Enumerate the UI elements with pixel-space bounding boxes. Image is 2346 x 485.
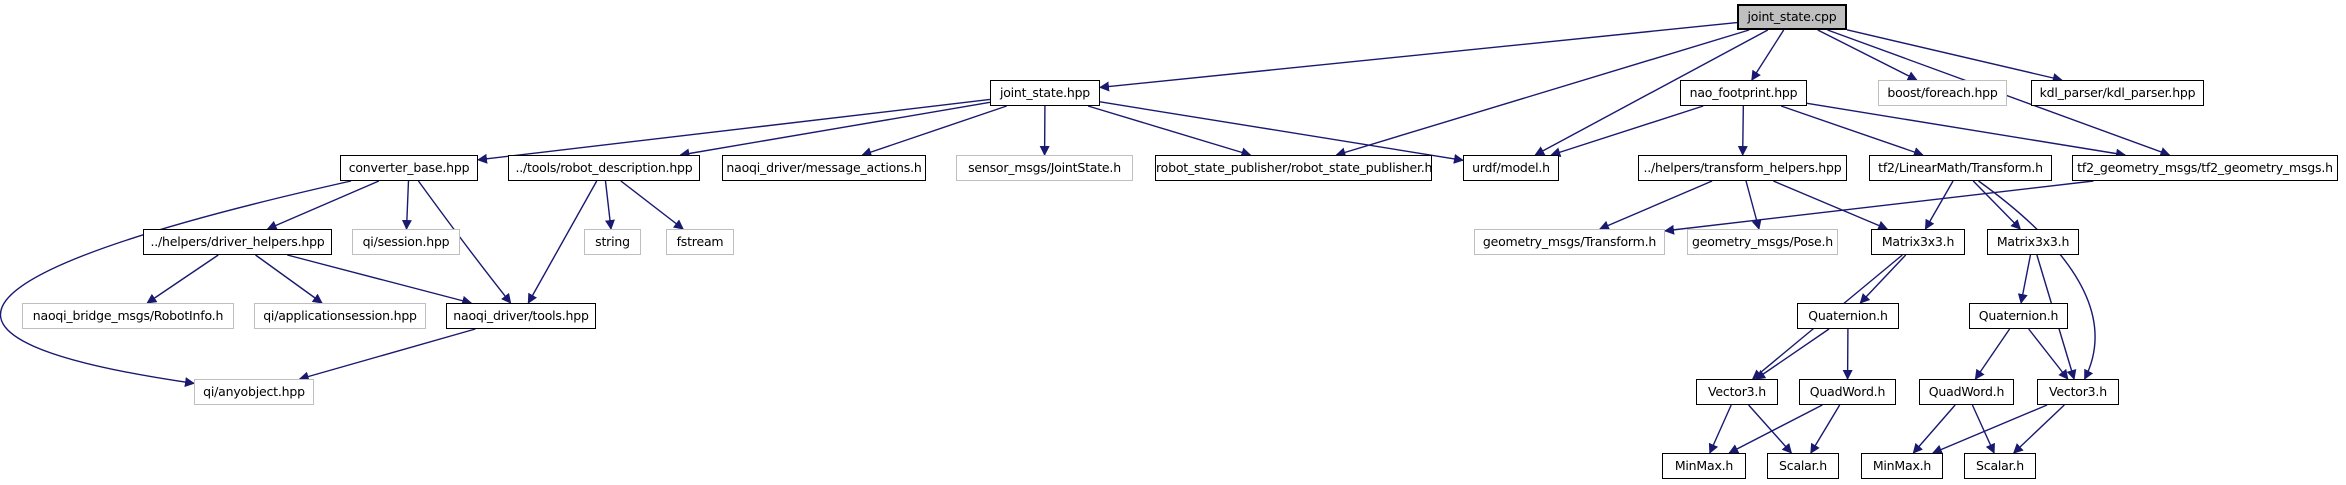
node-scalar-h[interactable]: Scalar.h	[1767, 453, 1839, 479]
edge-jsh-to-rsp	[1087, 105, 1252, 158]
edge-dhh-to-ndt	[287, 254, 473, 306]
edge-jsc-to-bfe	[1817, 29, 1918, 81]
node-tf2-linearmath-transform-h[interactable]: tf2/LinearMath/Transform.h	[1869, 155, 2052, 181]
node-urdf-model-h[interactable]: urdf/model.h	[1463, 155, 1559, 181]
edge-qw2-to-mm2	[1912, 404, 1956, 454]
edge-thh-to-gmp	[1745, 180, 1762, 230]
edge-tft-to-m31	[1924, 180, 1954, 230]
edge-nfp-to-urdf	[1550, 105, 1704, 157]
edge-ve2-to-mm2	[1931, 404, 2048, 455]
node-helpers-transform-helpers-hpp[interactable]: ../helpers/transform_helpers.hpp	[1638, 155, 1847, 181]
edge-jsh-to-rbd	[679, 101, 991, 159]
edge-cvb-to-qis	[401, 180, 412, 230]
node-helpers-driver-helpers-hpp[interactable]: ../helpers/driver_helpers.hpp	[143, 229, 332, 255]
edge-jsc-to-jsh	[1099, 21, 1738, 92]
node-tf2-geometry-msgs-tf2-geometry-msgs-h[interactable]: tf2_geometry_msgs/tf2_geometry_msgs.h	[2072, 155, 2338, 181]
edge-nfp-to-thh	[1737, 105, 1748, 156]
node-quadword-h[interactable]: QuadWord.h	[1919, 379, 2014, 405]
edge-qu1-to-ve1	[1755, 328, 1830, 380]
edge-qu2-to-qw2	[1974, 328, 2011, 380]
node-string: string	[584, 229, 641, 255]
node-joint-state-hpp[interactable]: joint_state.hpp	[990, 80, 1100, 106]
node-minmax-h[interactable]: MinMax.h	[1662, 453, 1746, 479]
node-kdl-parser-kdl-parser-hpp[interactable]: kdl_parser/kdl_parser.hpp	[2031, 80, 2204, 106]
edge-qw1-to-sc1	[1810, 404, 1841, 454]
edge-ve1-to-sc1	[1748, 404, 1793, 454]
edge-tft-to-m32	[1972, 180, 2021, 230]
edge-dhh-to-qia	[255, 254, 323, 304]
node-matrix3x3-h[interactable]: Matrix3x3.h	[1987, 229, 2079, 255]
edge-ve2-to-sc2	[2012, 404, 2065, 454]
edge-tft-to-ve2	[1978, 180, 2096, 380]
edge-jsh-to-nma	[861, 105, 1007, 157]
node-quadword-h[interactable]: QuadWord.h	[1799, 379, 1896, 405]
node-geometry-msgs-pose-h: geometry_msgs/Pose.h	[1687, 229, 1838, 255]
edge-jsc-to-nfp	[1751, 29, 1785, 81]
edge-ve1-to-mm1	[1708, 404, 1732, 454]
node-naoqi-bridge-msgs-robotinfo-h: naoqi_bridge_msgs/RobotInfo.h	[22, 303, 234, 329]
edge-jsh-to-cvb	[477, 98, 991, 164]
node-nao-footprint-hpp[interactable]: nao_footprint.hpp	[1680, 80, 1807, 106]
node-quaternion-h[interactable]: Quaternion.h	[1969, 303, 2068, 329]
node-scalar-h[interactable]: Scalar.h	[1964, 453, 2036, 479]
edge-qw1-to-mm1	[1728, 404, 1823, 454]
node-naoqi-driver-tools-hpp[interactable]: naoqi_driver/tools.hpp	[446, 303, 596, 329]
node-quaternion-h[interactable]: Quaternion.h	[1797, 303, 1899, 329]
edge-nfp-to-tft	[1780, 105, 1924, 157]
node-qi-session-hpp: qi/session.hpp	[352, 229, 460, 255]
node-sensor-msgs-jointstate-h: sensor_msgs/JointState.h	[956, 155, 1133, 181]
node-matrix3x3-h[interactable]: Matrix3x3.h	[1871, 229, 1965, 255]
node-naoqi-driver-message-actions-h[interactable]: naoqi_driver/message_actions.h	[722, 155, 926, 181]
edge-jsc-to-kdl	[1846, 29, 2063, 83]
edge-qw2-to-sc2	[1971, 404, 1995, 454]
node-vector3-h[interactable]: Vector3.h	[2037, 379, 2119, 405]
edge-dhh-to-nbr	[146, 254, 219, 304]
node-qi-anyobject-hpp: qi/anyobject.hpp	[194, 379, 314, 405]
node-joint-state-cpp[interactable]: joint_state.cpp	[1737, 4, 1847, 30]
edge-ndt-to-qao	[298, 328, 476, 382]
edge-thh-to-m31	[1773, 180, 1889, 231]
node-qi-applicationsession-hpp: qi/applicationsession.hpp	[254, 303, 426, 329]
edge-cvb-to-dhh	[266, 180, 380, 231]
node-geometry-msgs-transform-h: geometry_msgs/Transform.h	[1474, 229, 1665, 255]
edge-rbd-to-fst	[620, 180, 684, 230]
node-tools-robot-description-hpp[interactable]: ../tools/robot_description.hpp	[508, 155, 700, 181]
edge-cvb-to-qao	[0, 180, 352, 388]
edge-tfg-to-gmt	[1664, 180, 2094, 235]
node-converter-base-hpp[interactable]: converter_base.hpp	[340, 155, 478, 181]
node-boost-foreach-hpp: boost/foreach.hpp	[1878, 80, 2007, 106]
edge-m32-to-qu2	[2017, 254, 2032, 304]
edge-nfp-to-tfg	[1806, 102, 2126, 159]
node-robot-state-publisher-robot-state-publisher-h[interactable]: robot_state_publisher/robot_state_publis…	[1155, 155, 1432, 181]
edge-m31-to-qu1	[1859, 254, 1907, 304]
edge-jsh-to-urdf	[1099, 101, 1464, 164]
edge-rbd-to-str	[604, 180, 615, 230]
edge-thh-to-gmt	[1598, 180, 1713, 231]
node-vector3-h[interactable]: Vector3.h	[1696, 379, 1778, 405]
node-minmax-h[interactable]: MinMax.h	[1861, 453, 1943, 479]
node-fstream: fstream	[666, 229, 734, 255]
edge-qu2-to-ve2	[2028, 328, 2069, 380]
